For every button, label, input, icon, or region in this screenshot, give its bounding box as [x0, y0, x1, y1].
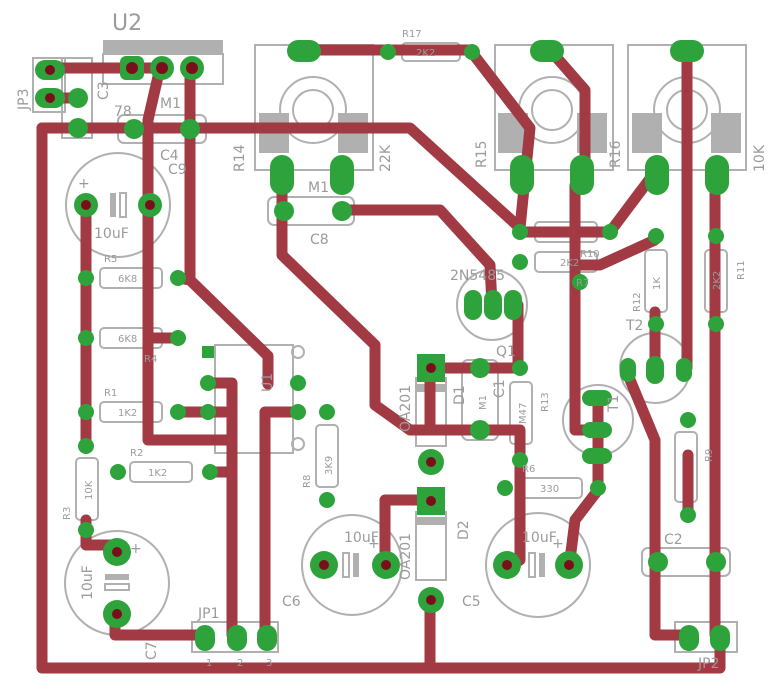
c9-polarity	[110, 193, 116, 217]
label-r13-value: M47	[518, 403, 529, 424]
label-r12-value: 1K	[652, 277, 663, 290]
c3-pin1	[68, 88, 88, 108]
label-r8: R8	[302, 475, 313, 488]
label-jp1: JP1	[197, 606, 219, 622]
label-c2: C2	[664, 532, 683, 548]
label-r15: R15	[474, 140, 490, 168]
label-r16: R16	[608, 140, 624, 168]
jp3-outline	[32, 57, 66, 113]
label-r16-value: 10K	[752, 144, 768, 172]
label-r3-value: 10K	[84, 480, 95, 500]
label-u2-value: 78	[114, 104, 132, 120]
label-pin1: 1	[206, 658, 212, 669]
label-c5: C5	[462, 594, 481, 610]
label-plus-c9: +	[78, 176, 90, 192]
label-r7: R7	[576, 278, 589, 289]
label-jp3: JP3	[16, 89, 32, 111]
label-u2: U2	[112, 11, 142, 36]
label-d1: D1	[452, 385, 468, 405]
label-r14-value: 22K	[378, 144, 394, 172]
label-t1: T1	[606, 395, 622, 413]
label-r14: R14	[232, 144, 248, 172]
pads	[35, 40, 730, 651]
c9-outline	[65, 152, 171, 258]
label-pin3: 3	[266, 658, 272, 669]
label-plus-c5: +	[552, 536, 564, 552]
label-d1-value: OA201	[398, 385, 414, 432]
label-plus-c6: +	[368, 536, 380, 552]
label-c7-value: 10uF	[80, 565, 96, 600]
u2-heatsink-tab	[103, 40, 223, 54]
label-r13: R13	[540, 392, 551, 412]
r2-outline	[129, 461, 193, 483]
label-r17: R17	[402, 29, 422, 40]
label-c4-value: M1	[160, 96, 181, 112]
label-r11: R11	[736, 260, 747, 280]
r8-outline	[315, 424, 339, 488]
label-r6: R6	[522, 464, 535, 475]
c3-pin2	[68, 118, 88, 138]
label-c6-value: 10uF	[344, 530, 379, 546]
label-r1-value: 1K2	[118, 408, 137, 419]
r5-outline	[99, 267, 163, 289]
label-c1-value: M1	[478, 395, 489, 410]
label-r10: R10	[580, 249, 600, 260]
label-r12: R12	[632, 292, 643, 312]
label-r4-value: 6K8	[118, 334, 137, 345]
label-c6: C6	[282, 594, 301, 610]
label-c5-value: 10uF	[522, 530, 557, 546]
label-c3: C3	[96, 81, 112, 100]
r1-outline	[99, 401, 163, 423]
label-plus-c7: +	[130, 541, 142, 557]
label-jp2: JP2	[697, 656, 719, 672]
label-c9: C9	[168, 162, 187, 178]
label-c7: C7	[144, 641, 160, 660]
label-r9: R9	[704, 449, 715, 462]
label-c8: C8	[310, 232, 329, 248]
silkscreen-labels: U2 JP3 C3 78 M1 C4 C9 10uF R14 22K R17 2…	[16, 11, 768, 672]
label-pin2: 2	[237, 658, 243, 669]
label-r5: R5	[104, 254, 117, 265]
c6-outline	[301, 514, 403, 616]
label-t2: T2	[625, 318, 643, 334]
label-d2: D2	[456, 520, 472, 540]
label-r8-value: 3K9	[324, 456, 335, 475]
label-q1: Q1	[496, 344, 516, 360]
label-m1-c8: M1	[308, 180, 329, 196]
label-r6-value: 330	[540, 484, 559, 495]
label-r1: R1	[104, 388, 117, 399]
label-r2-value: 1K2	[148, 468, 167, 479]
label-r3: R3	[62, 507, 73, 520]
label-c9-value: 10uF	[94, 226, 129, 242]
label-r10-value: 2K2	[560, 258, 579, 269]
label-q1-type: 2N5485	[450, 268, 505, 284]
label-r5-value: 6K8	[118, 274, 137, 285]
label-r17-value: 2K2	[416, 48, 435, 59]
label-c1: C1	[492, 379, 508, 398]
label-r11-value: 2K2	[712, 271, 723, 290]
label-u1: U1	[260, 373, 276, 392]
label-c4: C4	[160, 148, 179, 164]
c5-outline	[485, 512, 591, 618]
label-d2-value: OA201	[398, 533, 414, 580]
label-r2: R2	[130, 448, 143, 459]
label-r4: R4	[144, 354, 157, 365]
c2-outline	[641, 547, 731, 577]
